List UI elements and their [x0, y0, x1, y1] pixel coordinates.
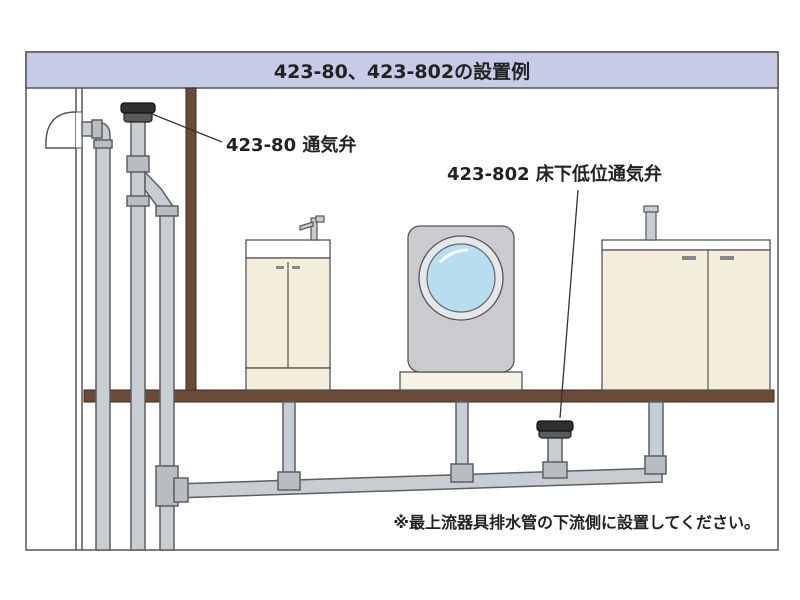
- vent-valve-423-80: [120, 102, 156, 123]
- valve-main-leader: [151, 113, 223, 143]
- valve-main-label: 423-80 通気弁: [226, 134, 356, 156]
- valve-floor-label: 423-802 床下低位通気弁: [447, 163, 662, 185]
- floor-beam: [83, 389, 775, 403]
- kitchen-faucet: [643, 205, 659, 241]
- installation-note: ※最上流器具排水管の下流側に設置してください。: [393, 513, 760, 532]
- valve-floor-leader: [559, 189, 579, 419]
- kitchen-cabinet: [601, 239, 771, 391]
- title-bar: [25, 51, 779, 89]
- left-wall: [75, 88, 83, 550]
- wall-stud: [185, 87, 197, 393]
- floor-vent-valve-423-802: [536, 420, 574, 479]
- wall-vent-cap: [45, 111, 83, 149]
- wall-vent-pipe: [81, 119, 113, 551]
- fixture-drain-drops: [277, 401, 667, 491]
- washing-machine: [399, 225, 523, 391]
- vanity-cabinet: [245, 239, 331, 391]
- diagram-title: 423-80、423-802の設置例: [274, 60, 530, 83]
- vanity-faucet: [299, 215, 325, 241]
